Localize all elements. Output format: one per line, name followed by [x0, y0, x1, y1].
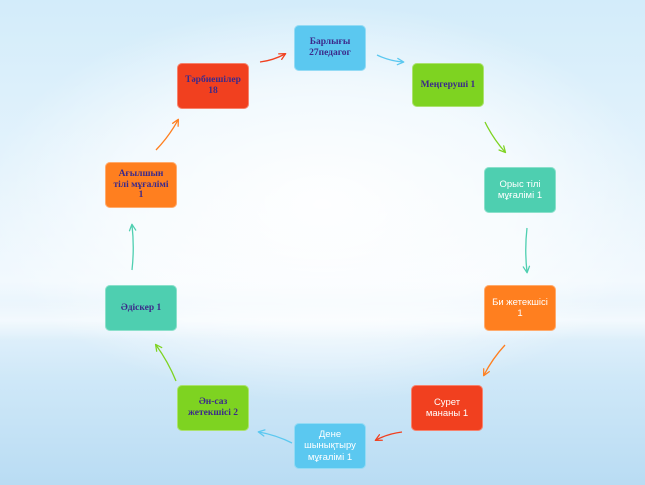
node-art-specialist: Сурет мананы 1	[411, 385, 483, 431]
node-english-teacher: Ағылшын тілі мұғалімі 1	[105, 162, 177, 208]
node-english-teacher-label: Ағылшын тілі мұғалімі 1	[113, 168, 169, 201]
arrow-dance-leader-to-art-specialist	[483, 344, 506, 377]
node-educators: Тәрбиешілер 18	[177, 63, 249, 109]
node-dance-leader-label: Би жетекшісі 1	[492, 296, 548, 319]
arrow-art-specialist-to-pe-teacher	[374, 431, 403, 441]
node-music-leader: Ән-саз жетекшісі 2	[177, 385, 249, 431]
node-methodist-label: Әдіскер 1	[120, 302, 162, 313]
node-head-label: Меңгеруші 1	[420, 79, 476, 90]
arrow-russian-teacher-to-dance-leader	[522, 227, 531, 274]
arrow-educators-to-total	[259, 53, 287, 63]
node-music-leader-label: Ән-саз жетекшісі 2	[188, 397, 238, 418]
arrow-methodist-to-english-teacher	[128, 223, 137, 271]
node-pe-teacher: Дене шынықтыру мұғалімі 1	[294, 423, 366, 469]
node-total-teachers-label: Барлығы 27педагог	[309, 37, 351, 58]
node-russian-teacher-label: Орыс тілі мұғалімі 1	[497, 178, 543, 201]
node-art-specialist-label: Сурет мананы 1	[425, 396, 469, 419]
node-pe-teacher-label: Дене шынықтыру мұғалімі 1	[304, 428, 356, 463]
node-russian-teacher: Орыс тілі мұғалімі 1	[484, 167, 556, 213]
arrow-pe-teacher-to-music-leader	[257, 429, 293, 444]
arrow-english-teacher-to-educators	[155, 118, 179, 151]
node-methodist: Әдіскер 1	[105, 285, 177, 331]
arrow-music-leader-to-methodist	[154, 343, 177, 382]
node-educators-label: Тәрбиешілер 18	[185, 75, 241, 96]
node-dance-leader: Би жетекшісі 1	[484, 285, 556, 331]
arrow-total-to-head	[376, 54, 405, 66]
node-head: Меңгеруші 1	[412, 63, 484, 107]
node-total-teachers: Барлығы 27педагог	[294, 25, 366, 71]
arrow-head-to-russian-teacher	[484, 121, 507, 154]
